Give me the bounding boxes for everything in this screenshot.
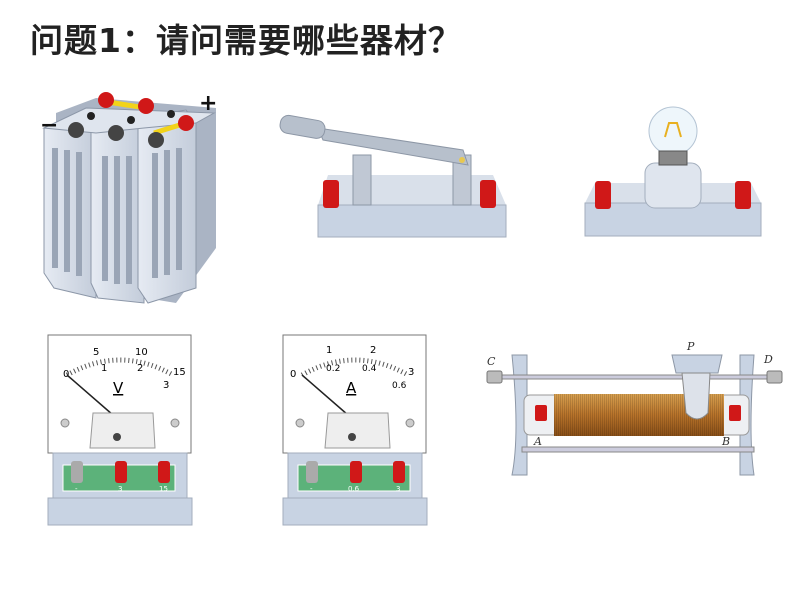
negative-terminal <box>68 122 84 138</box>
label-c: C <box>487 355 496 368</box>
slider-p <box>671 354 723 374</box>
terminal <box>735 181 751 209</box>
terminal-label: 3 <box>396 485 400 493</box>
terminal <box>158 461 170 483</box>
scale-label: 0 <box>290 369 296 380</box>
terminal-label: 0.6 <box>348 485 360 493</box>
slide-title: 问题1：请问需要哪些器材？ <box>30 21 462 60</box>
bulb-illustration <box>584 106 762 237</box>
terminal-label: - <box>310 485 313 493</box>
terminal <box>71 461 83 483</box>
terminal <box>350 461 362 483</box>
battery-cell <box>137 109 197 304</box>
scale-label: 0.2 <box>326 364 340 374</box>
scale-label: 3 <box>408 367 414 378</box>
switch-blade <box>317 127 469 166</box>
scale-label: 10 <box>135 347 148 358</box>
terminal-label: 3 <box>118 485 122 493</box>
label-a: A <box>533 435 542 448</box>
label-p: P <box>686 340 695 353</box>
label-d: D <box>763 353 773 366</box>
plus-sign: + <box>199 91 217 116</box>
needle <box>66 374 114 416</box>
bulb-glass <box>648 106 698 156</box>
battery-cell <box>90 112 145 304</box>
unit-label: A <box>346 379 357 397</box>
needle <box>301 374 349 416</box>
terminal-label: - <box>75 485 78 493</box>
terminal <box>595 181 611 209</box>
terminal <box>306 461 318 483</box>
terminal-label: 15 <box>159 485 168 493</box>
switch-handle <box>279 114 326 139</box>
unit-label: V <box>113 379 124 397</box>
positive-terminal <box>178 115 194 131</box>
scale-label: 5 <box>93 347 99 358</box>
terminal <box>729 405 741 421</box>
minus-sign: − <box>40 113 58 138</box>
scale-label: 0 <box>63 369 69 380</box>
terminal <box>480 180 496 208</box>
terminal <box>115 461 127 483</box>
scale-label: 0.4 <box>362 364 377 374</box>
terminal <box>393 461 405 483</box>
scale-label: 0.6 <box>392 381 407 391</box>
scale-label: 15 <box>173 367 186 378</box>
battery-illustration: − + <box>40 91 217 304</box>
rheostat-illustration: C D P A B <box>486 340 783 476</box>
scale-label: 2 <box>370 345 376 356</box>
voltmeter-illustration: 0 5 10 15 1 2 3 V - 3 15 <box>47 334 193 526</box>
scale-label: 1 <box>101 363 107 374</box>
ammeter-illustration: 0 1 2 3 0.2 0.4 0.6 A - 0.6 3 <box>282 334 428 526</box>
scale-label: 3 <box>163 380 169 391</box>
slider-rod <box>501 374 768 380</box>
scale-label: 2 <box>137 363 143 374</box>
terminal <box>323 180 339 208</box>
scale-label: 1 <box>326 345 332 356</box>
battery-cell <box>43 117 97 299</box>
switch-illustration <box>279 114 507 238</box>
terminal <box>535 405 547 421</box>
label-b: B <box>721 435 730 448</box>
terminal <box>98 92 114 108</box>
